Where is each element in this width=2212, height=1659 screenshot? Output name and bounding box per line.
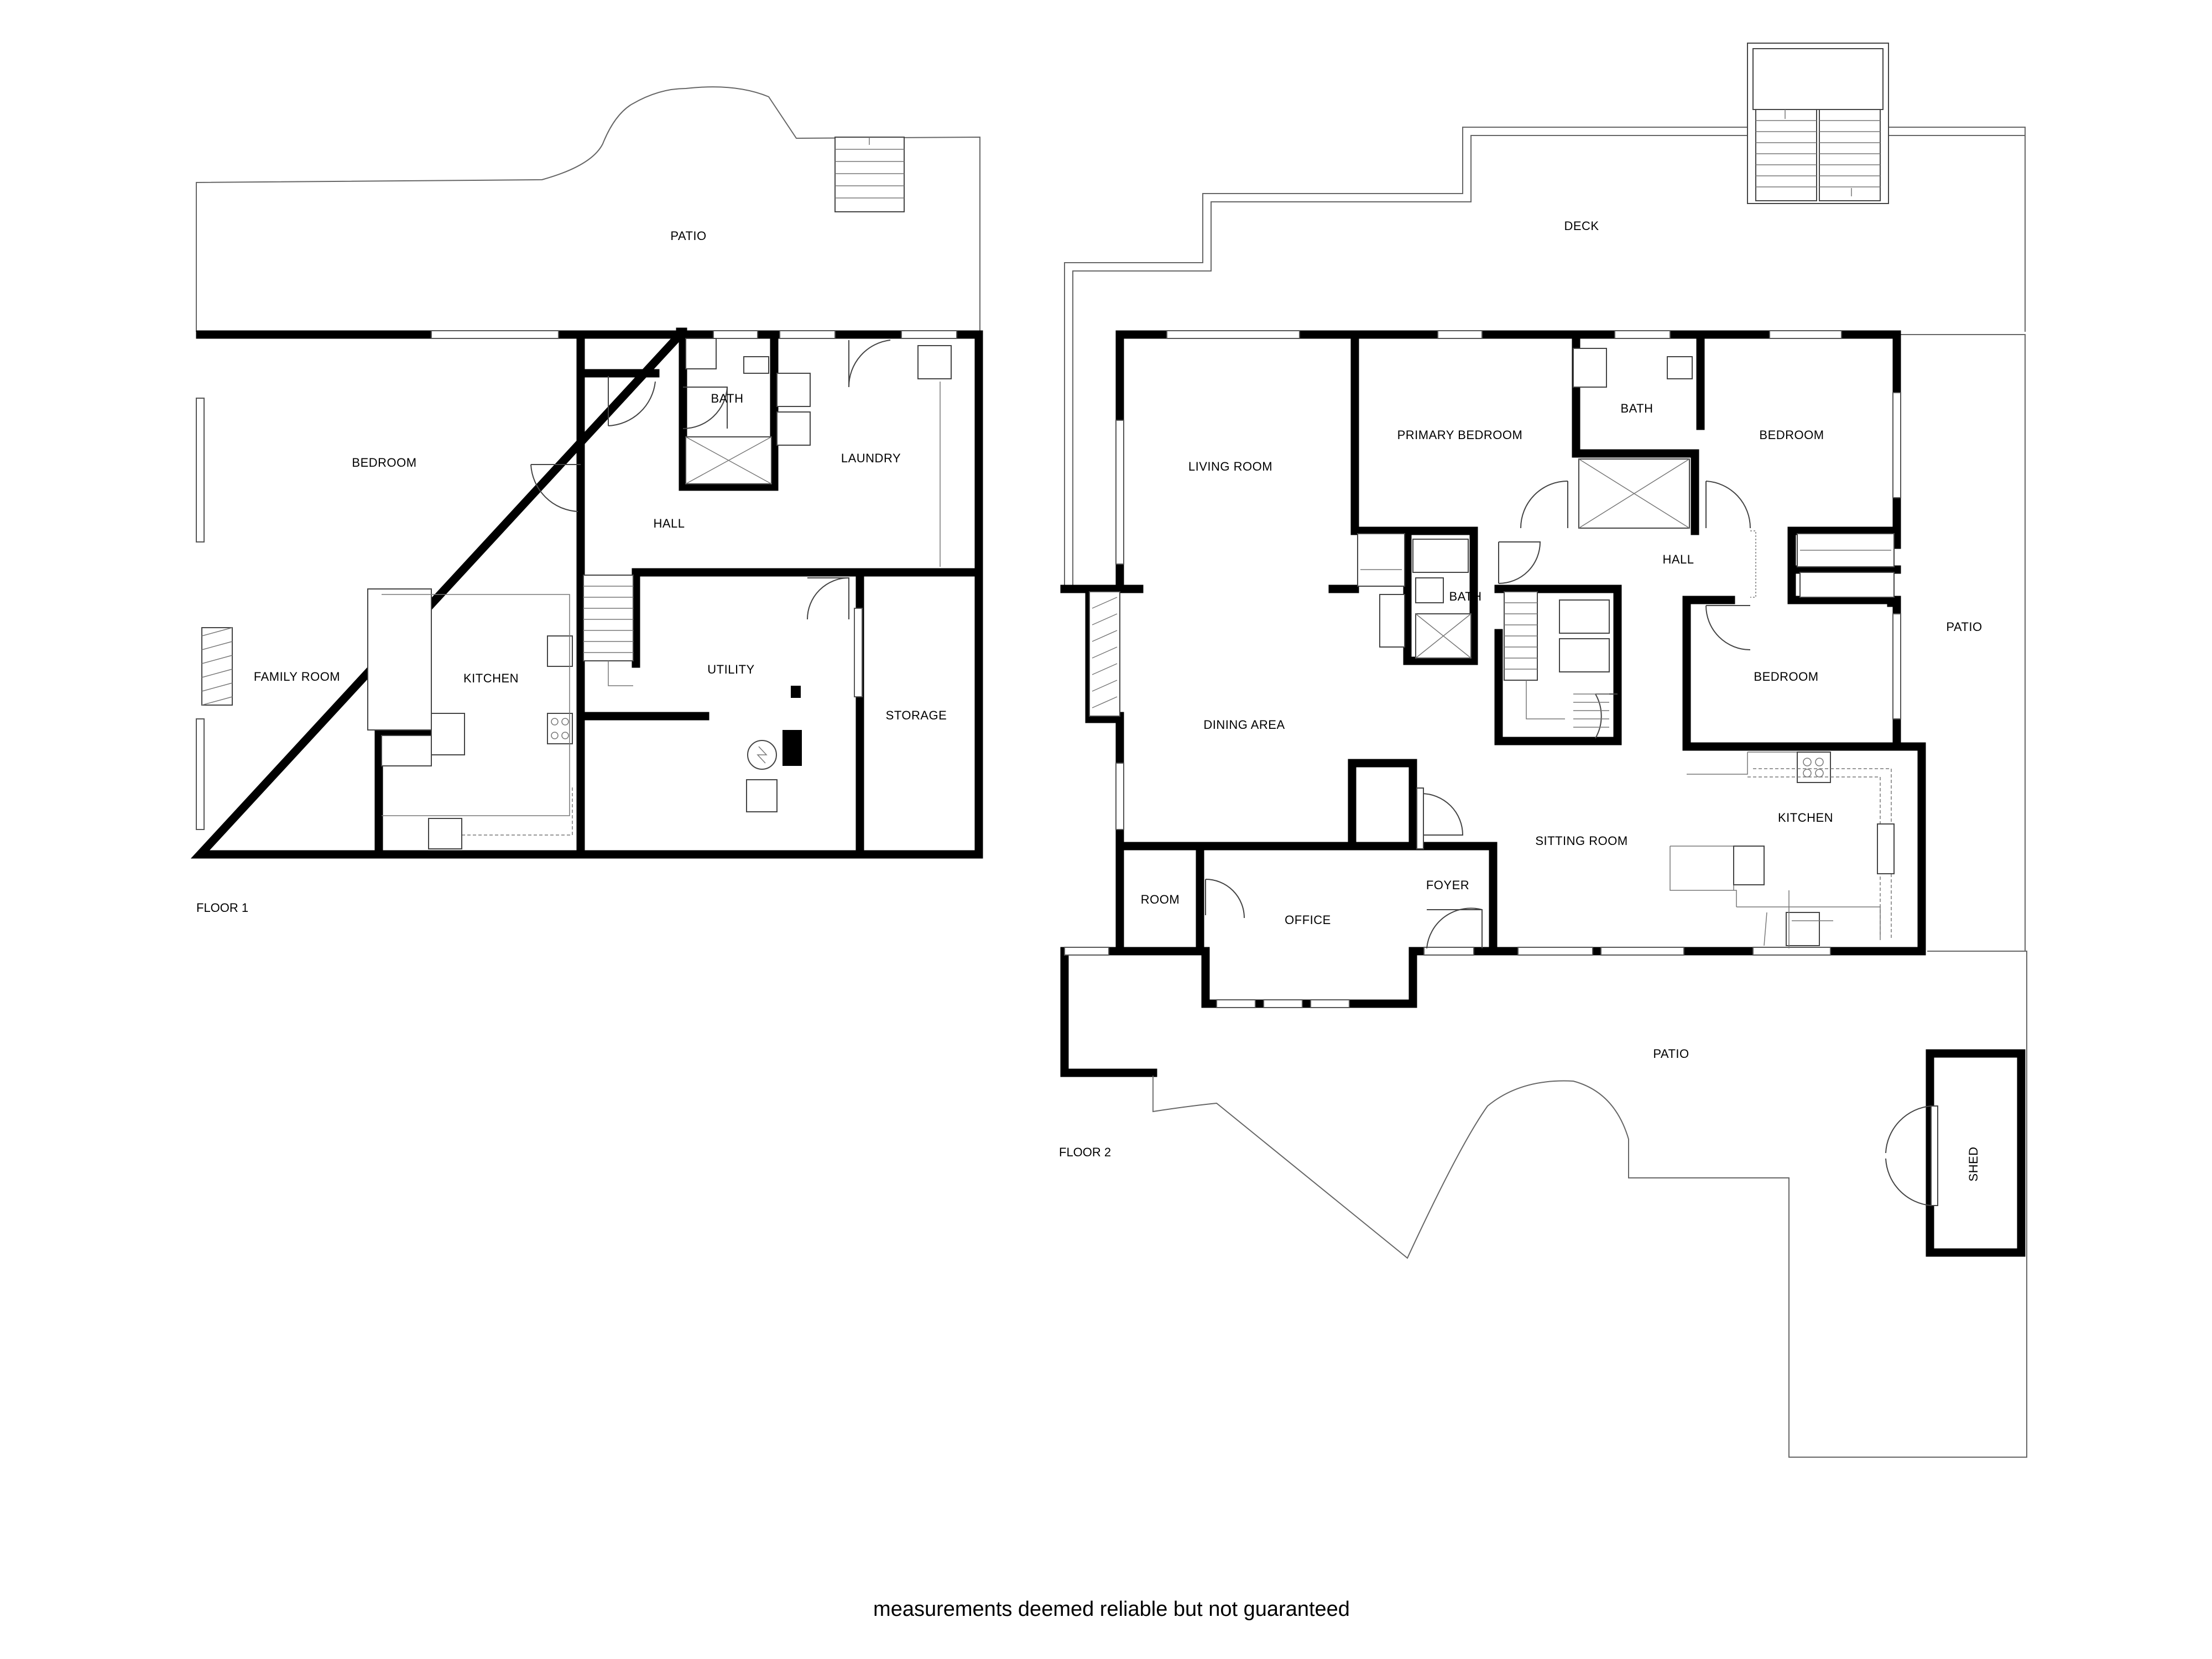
floor-1-plan: PATIO BEDROOM BATH LAUNDRY HALL FAMILY R…	[190, 86, 983, 915]
floor-1-utility-label: UTILITY	[707, 662, 754, 676]
floor-1-bath-label: BATH	[711, 392, 743, 405]
floor-1-fixtures	[201, 338, 952, 849]
floor-1-doors	[530, 340, 891, 620]
floor-2-bedroom-lower-label: BEDROOM	[1754, 670, 1818, 684]
floor-2-living-room-label: LIVING ROOM	[1188, 460, 1272, 473]
floor-2-room-label: ROOM	[1141, 893, 1180, 906]
floor-1-family-room-label: FAMILY ROOM	[254, 670, 340, 684]
floor-2-patio-bottom-label: PATIO	[1653, 1047, 1689, 1061]
floor-2-windows	[1064, 330, 1901, 1008]
floor-2-bedroom-upper-label: BEDROOM	[1759, 428, 1824, 442]
floor-1-hall-label: HALL	[653, 517, 685, 530]
floor-2-patio-right-outline	[1897, 334, 2026, 951]
floor-2-bath-upper-label: BATH	[1620, 401, 1653, 415]
floor-2-bath-inner-label: BATH	[1449, 589, 1481, 603]
floor-2-primary-bedroom-label: PRIMARY BEDROOM	[1397, 428, 1523, 442]
floor-2-patio-right-label: PATIO	[1946, 620, 1982, 634]
disclaimer-text: measurements deemed reliable but not gua…	[873, 1598, 1350, 1621]
floor-2-sitting-room-label: SITTING ROOM	[1535, 834, 1627, 848]
floor-2-office-label: OFFICE	[1285, 913, 1331, 927]
floor-1-kitchen-label: KITCHEN	[463, 671, 519, 685]
floor-2-interior-walls	[1060, 330, 1901, 956]
floor-1-patio-label: PATIO	[670, 229, 706, 243]
floor-1-windows	[196, 330, 957, 830]
floor-1-laundry-label: LAUNDRY	[841, 451, 901, 465]
floor-2-hall-label: HALL	[1662, 552, 1694, 566]
floor-2-patio-bottom-outline	[1152, 951, 2027, 1458]
floor-2-shed-label: SHED	[1966, 1146, 1980, 1181]
floor-2-dining-area-label: DINING AREA	[1203, 718, 1285, 732]
floor-2-plan: DECK LIVING ROOM PRIMARY BEDROOM BATH BE…	[1059, 43, 2027, 1458]
floor-1-interior-walls	[374, 327, 983, 859]
floor-1-storage-label: STORAGE	[886, 708, 947, 722]
floor-2-deck-stairs	[1747, 43, 1889, 204]
floor-1-bedroom-label: BEDROOM	[352, 456, 416, 469]
floor-2-exterior-wall	[1060, 330, 1926, 1077]
floor-2-shed	[1885, 1049, 2026, 1257]
floor-1-patio-stairs	[834, 137, 905, 212]
floor-1-patio-outline	[196, 86, 980, 332]
floor-2-title: FLOOR 2	[1059, 1145, 1111, 1159]
floor-2-foyer-label: FOYER	[1426, 878, 1469, 892]
floor-2-kitchen-label: KITCHEN	[1778, 811, 1833, 825]
floor-2-deck-label: DECK	[1564, 219, 1599, 233]
floor-2-fixtures	[1089, 348, 1895, 1112]
floor-2-deck-outline	[1064, 127, 2026, 591]
floor-1-title: FLOOR 1	[196, 901, 248, 915]
